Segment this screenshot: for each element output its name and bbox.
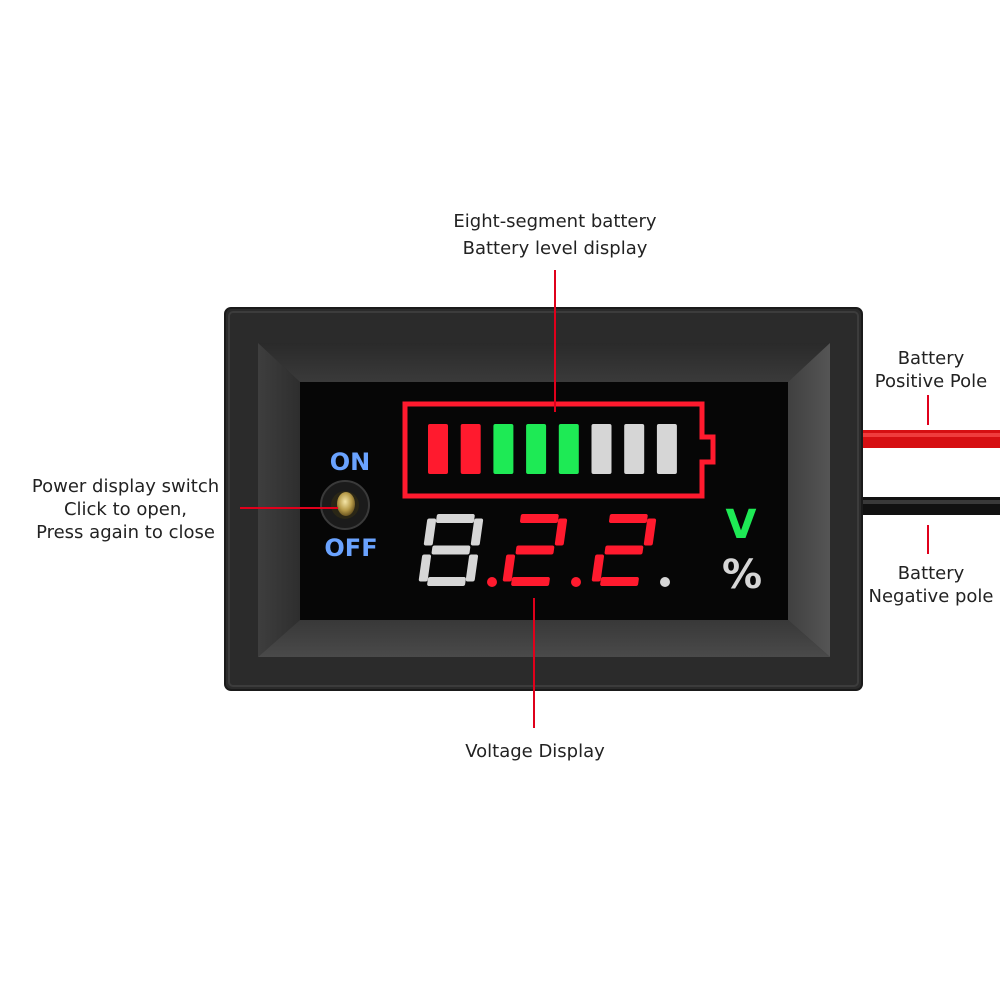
bevel-left: [258, 343, 300, 657]
red-wire: [855, 430, 1000, 448]
digit-segment-d: [600, 577, 639, 586]
digit-segment-g: [515, 545, 555, 555]
voltage-digit-2: [502, 514, 568, 586]
digit-segment-f: [423, 518, 437, 546]
digit-segment-a: [435, 514, 475, 523]
battery-segment-6: [591, 424, 612, 474]
digit-segment-b: [643, 518, 657, 546]
battery-segment-5: [558, 424, 579, 474]
battery-level-label-line1: Eight-segment battery: [453, 211, 657, 232]
digit-segment-g: [431, 545, 471, 555]
battery-segment-8: [656, 424, 677, 474]
negative-pole-line2: Negative pole: [868, 586, 994, 607]
digit-segment-g: [604, 545, 644, 555]
decimal-point-1: [487, 577, 497, 587]
digit-segment-a: [519, 514, 559, 523]
digit-segment-d: [427, 577, 466, 586]
bevel-top: [258, 343, 830, 382]
positive-pole-label: Battery Positive Pole: [862, 347, 1000, 393]
battery-segment-2: [460, 424, 481, 474]
battery-segment-3: [493, 424, 514, 474]
voltage-digit-1: [418, 514, 484, 586]
black-wire: [855, 497, 1000, 515]
voltage-label: Voltage Display: [430, 740, 640, 763]
switch-on-text: ON: [330, 448, 371, 476]
digit-segment-a: [608, 514, 648, 523]
unit-percent-text: %: [722, 552, 762, 598]
switch-label: Power display switch Click to open, Pres…: [8, 475, 243, 544]
digit-segment-b: [470, 518, 484, 546]
battery-segment-1: [428, 424, 448, 474]
power-switch-button[interactable]: [320, 480, 370, 530]
battery-level-label: Eight-segment battery Battery level disp…: [430, 210, 680, 260]
voltage-label-text: Voltage Display: [465, 741, 605, 762]
bevel-bottom: [258, 620, 830, 657]
voltage-digits: [418, 514, 670, 587]
digit-segment-e: [591, 554, 605, 582]
decimal-point-2: [571, 577, 581, 587]
battery-segment-7: [624, 424, 645, 474]
positive-pole-line2: Positive Pole: [874, 371, 988, 392]
digit-segment-e: [418, 554, 432, 582]
switch-off-text: OFF: [324, 534, 377, 562]
digit-segment-c: [465, 554, 479, 582]
negative-pole-label: Battery Negative pole: [862, 562, 1000, 608]
battery-segment-4: [526, 424, 547, 474]
positive-pole-line1: Battery: [897, 348, 965, 369]
switch-label-line1: Power display switch: [31, 476, 220, 497]
battery-outline: [402, 401, 716, 499]
bevel-right: [788, 343, 830, 657]
switch-label-line2: Click to open,: [63, 499, 188, 520]
decimal-point-3: [660, 577, 670, 587]
negative-pole-line1: Battery: [897, 563, 965, 584]
unit-v-text: V: [726, 502, 757, 548]
switch-label-line3: Press again to close: [36, 522, 215, 543]
battery-level-label-line2: Battery level display: [462, 238, 648, 259]
voltage-digit-3: [591, 514, 657, 586]
digit-segment-e: [502, 554, 516, 582]
digit-segment-d: [511, 577, 550, 586]
digit-segment-b: [554, 518, 568, 546]
battery-segments: [428, 424, 677, 474]
